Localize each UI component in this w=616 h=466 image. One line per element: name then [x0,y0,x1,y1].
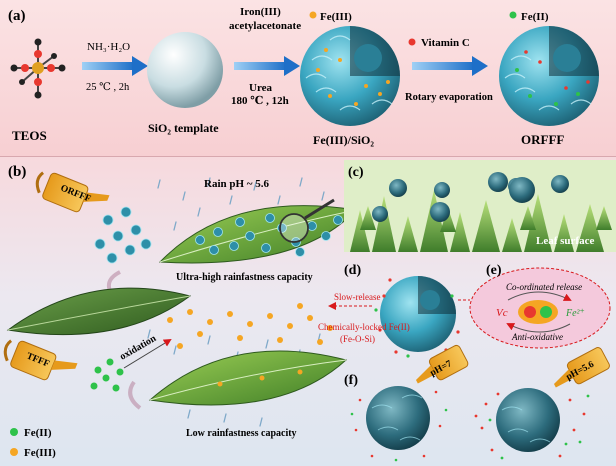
panel-c-leaf-surface [344,160,616,252]
legend-fe2-dot-a [509,11,517,19]
rain-ph-label: Rain pH ~ 5.6 [204,178,270,190]
orfff-watering-can-icon [35,171,110,213]
step1-reagent: NH₃·H₂O [87,41,130,53]
arrow-1-head [132,56,148,76]
arrow-3-shaft [412,62,474,70]
panel-d-label: (d) [344,263,361,278]
step2-condition: 180 ℃ , 12h [231,95,289,107]
ultra-rainfastness-label: Ultra-high rainfastness capacity [176,272,313,283]
legend-fe2-dot-b [10,428,18,436]
fe3-sio2-label: Fe(III)/SiO₂ [313,133,374,147]
chem-locked-label-1: Chemically-locked Fe(II) [318,322,410,332]
panel-f-label: (f) [344,373,358,388]
step1-condition: 25 ℃ , 2h [86,82,130,93]
legend-fe2-b: Fe(II) [24,427,52,439]
teos-molecule-icon [10,38,66,99]
vc-label: Vc [496,307,508,319]
leaf-middle [6,287,192,336]
curved-arrow-tfff [128,380,142,410]
orfff-particle [499,26,599,126]
panel-d-orfff-particle [374,276,460,358]
panel-e-ellipse [469,267,611,349]
panel-b-label: (b) [8,164,26,180]
teos-label: TEOS [12,128,47,143]
legend-vitc: Vitamin C [421,37,470,49]
orfff-label: ORFFF [521,132,564,147]
arrow-2-head [284,56,300,76]
floating-fe3-dots [167,303,333,349]
fe3-sio2-particle [300,26,400,126]
low-rainfastness-label: Low rainfastness capacity [186,428,297,439]
leaf-tfff [148,350,348,406]
step2-reagent-1: Iron(III) [240,6,281,18]
step3-label: Rotary evaporation [405,92,493,103]
legend-fe3-a: Fe(III) [320,11,352,23]
ph56-watering-can-icon [553,347,610,388]
legend-fe2-a: Fe(II) [521,11,549,23]
sio2-label: SiO₂ template [148,121,219,135]
arrow-2-shaft [234,62,286,70]
oxidation-arrow [123,338,172,369]
legend-fe3-dot-a [309,11,317,19]
step2-reagent-3: Urea [249,82,273,94]
oxidation-label: oxidation [118,333,159,363]
particle-ph7 [350,386,448,462]
legend-vitc-dot [408,38,416,46]
tfff-watering-can-icon [3,339,78,381]
fe2plus-label: Fe²⁺ [565,308,585,319]
falling-orfff-particles [94,206,152,264]
slow-release-label: Slow-release [334,292,380,302]
arrow-3-head [472,56,488,76]
ph7-watering-can-icon [415,344,469,384]
panel-a-label: (a) [8,8,26,24]
arrow-1-shaft [82,62,134,70]
chem-locked-label-2: (Fe-O-Si) [340,334,375,344]
particle-ph56 [474,388,590,460]
magnifier-icon [279,198,335,243]
leaf-surface-label: Leaf surface [536,235,594,247]
sio2-template-sphere [147,32,223,108]
legend-fe3-b: Fe(III) [24,447,56,459]
falling-fe2-dots [90,358,124,392]
leaf-orfff [158,205,358,264]
coordinated-release-label: Co-ordinated release [506,282,582,292]
panel-e-label: (e) [486,263,502,278]
step2-reagent-2: acetylacetonate [229,20,301,32]
legend-fe3-dot-b [10,448,18,456]
panel-c-label: (c) [348,165,364,180]
anti-oxidative-label: Anti-oxidative [511,332,563,342]
